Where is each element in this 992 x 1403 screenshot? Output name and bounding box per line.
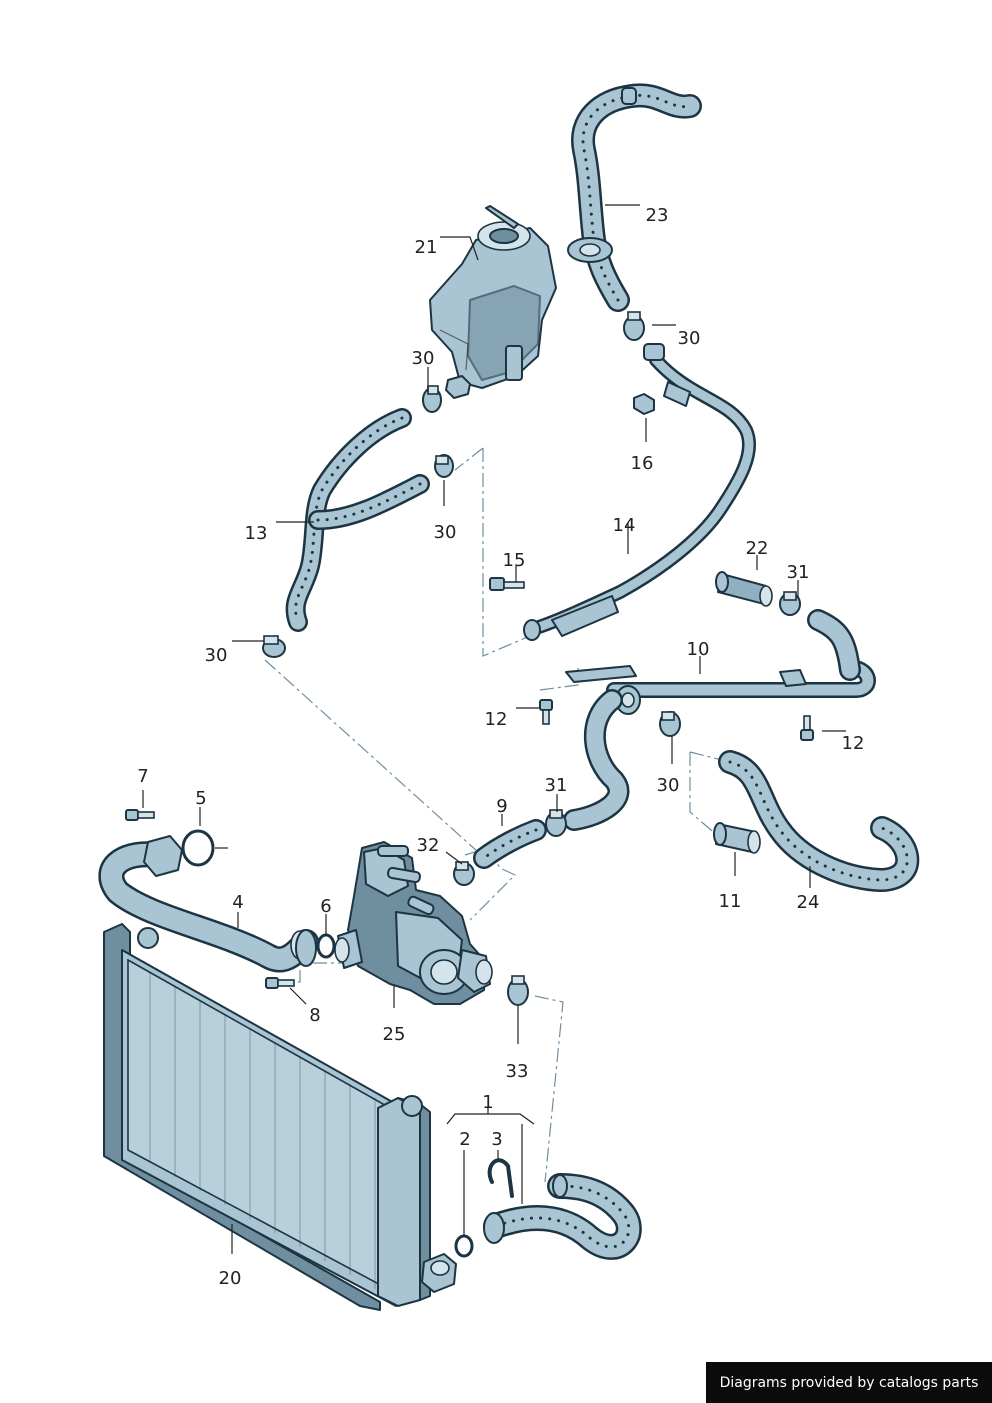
leader-lines [142,204,846,1254]
coolant-pipe-part-14 [523,343,757,641]
sleeve-part-22 [715,571,773,607]
coolant-pump-housing-part-25 [334,841,493,1005]
hose-clamps [262,311,801,1006]
bolt-part-7 [125,809,155,821]
radiator [103,923,457,1311]
bolt-part-15 [489,577,525,591]
clamp-30-y [434,454,454,478]
callout-31-upper: 31 [787,562,810,583]
callout-4: 4 [232,892,243,913]
clamp-31-lower [545,809,567,837]
callout-1: 1 [482,1092,493,1113]
credit-text: Diagrams provided by catalogs parts [719,1374,979,1391]
callout-30-y: 30 [434,522,457,543]
hose-part-23 [567,83,702,312]
callout-32: 32 [417,835,440,856]
callout-2: 2 [459,1129,470,1150]
callout-3: 3 [491,1129,502,1150]
callout-31-lower: 31 [545,775,568,796]
radiator-fins [149,972,376,1289]
callout-22: 22 [746,538,769,559]
expansion-tank-part-21 [429,205,557,399]
clamp-30-right [659,711,681,737]
clamp-31-upper [779,591,801,616]
callout-10: 10 [687,639,710,660]
callout-23: 23 [646,205,669,226]
o-ring-part-5 [181,829,215,867]
callout-30-top: 30 [678,328,701,349]
credit-banner: Diagrams provided by catalogs parts [706,1362,992,1403]
bolt-part-8 [265,977,295,989]
callout-labels: 21 23 30 30 16 13 30 14 15 22 31 30 10 1… [137,205,864,1289]
o-ring-part-6 [316,933,336,959]
callout-30-left: 30 [205,645,228,666]
callout-8: 8 [309,1005,320,1026]
clamp-32 [453,861,475,886]
callout-25: 25 [383,1024,406,1045]
clip-part-3 [487,1158,514,1198]
clamp-33 [507,975,529,1006]
callout-12-left: 12 [485,709,508,730]
clamp-30-left [262,635,286,658]
sleeve-part-11 [713,822,761,854]
coolant-pipe-part-10 [565,609,876,715]
nut-part-16 [633,393,655,415]
callout-20: 20 [219,1268,242,1289]
clamp-30-top [623,311,645,341]
callout-6: 6 [320,896,331,917]
callout-5: 5 [195,788,206,809]
hose-part-4 [98,835,319,973]
callout-13: 13 [245,523,268,544]
callout-33: 33 [506,1061,529,1082]
clamp-30-tank [422,385,442,413]
callout-7: 7 [137,766,148,787]
hose-part-1 [483,1173,642,1260]
callout-30-right: 30 [657,775,680,796]
callout-21: 21 [415,237,438,258]
callout-11: 11 [719,891,742,912]
hose-part-9 [473,689,630,869]
bolt-part-12-left [539,699,553,725]
callout-15: 15 [503,550,526,571]
callout-9: 9 [496,796,507,817]
callout-24: 24 [797,892,820,913]
callout-12-right: 12 [842,733,865,754]
hose-part-13 [285,408,430,632]
callout-14: 14 [613,515,636,536]
o-ring-part-2 [454,1234,474,1258]
bolt-part-12-right [800,715,814,741]
callout-16: 16 [631,453,654,474]
callout-30-tank: 30 [412,348,435,369]
hose-part-24 [718,750,920,892]
